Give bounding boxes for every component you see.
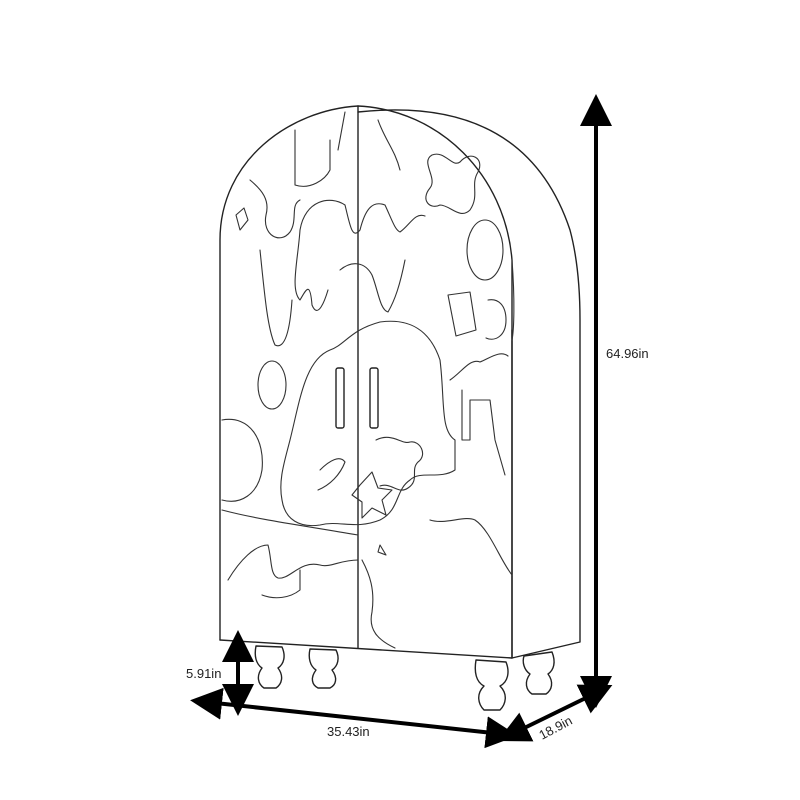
abstract-door-pattern: [221, 111, 513, 649]
height-label: 64.96in: [606, 346, 649, 361]
cabinet-bottom-edge: [219, 639, 513, 659]
dimension-arrows: [190, 94, 613, 749]
width-label: 35.43in: [327, 724, 370, 739]
left-door-handle: [335, 367, 345, 429]
leg-height-label: 5.91in: [186, 666, 221, 681]
cabinet-front-face: [219, 105, 513, 659]
leg-front-right: [474, 659, 509, 711]
cabinet-front-edge: [511, 259, 515, 341]
arched-cabinet: [219, 105, 581, 711]
cabinet-legs: [254, 645, 555, 711]
cabinet-side-panel: [357, 109, 581, 659]
width-arrow: [190, 687, 518, 749]
right-door-handle: [369, 367, 379, 429]
leg-front-left: [254, 645, 285, 689]
depth-arrow: [497, 684, 613, 742]
leg-back-left: [308, 648, 339, 689]
leg-back-right: [522, 651, 555, 695]
